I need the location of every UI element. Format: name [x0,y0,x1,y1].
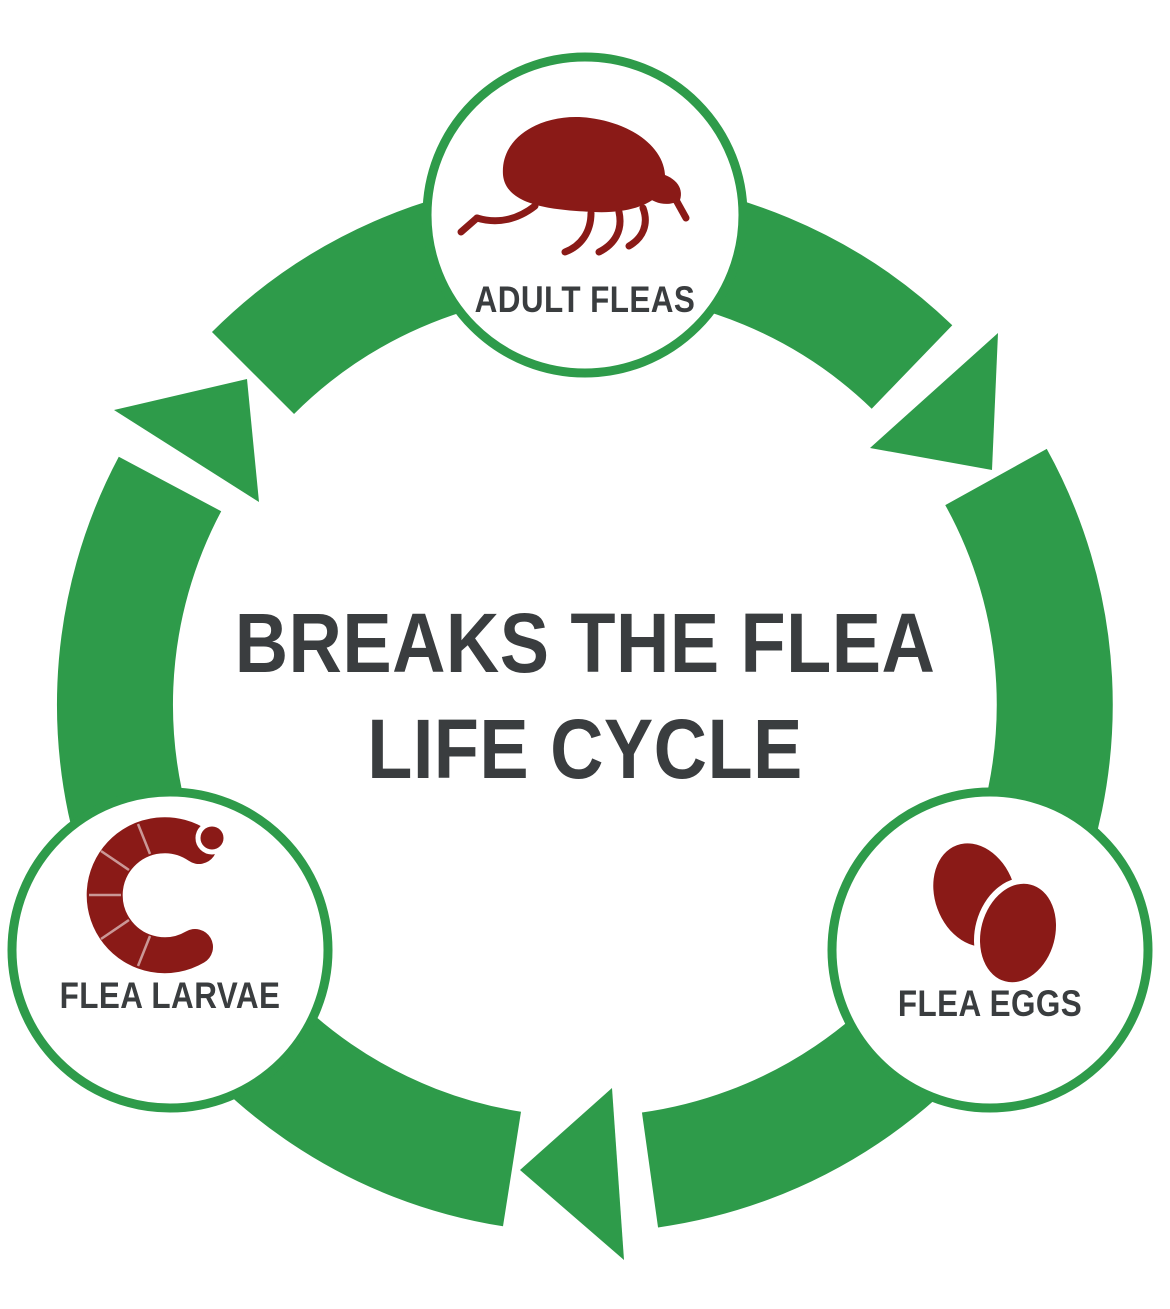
node-adult-fleas: ADULT FLEAS [422,52,748,378]
arrowhead-top-right [870,333,998,470]
center-title: BREAKS THE FLEA LIFE CYCLE [235,596,936,796]
node-flea-larvae: FLEA LARVAE [7,787,333,1113]
adult-fleas-label: ADULT FLEAS [475,280,696,321]
flea-eggs-icon [933,843,1062,989]
flea-larvae-label: FLEA LARVAE [60,976,281,1017]
arrowhead-upper-left [114,379,259,502]
title-line-1: BREAKS THE FLEA [235,596,936,690]
arrowhead-bottom [520,1088,624,1260]
flea-eggs-label: FLEA EGGS [898,984,1082,1025]
adult-fleas-circle [422,52,748,378]
larva-segment-lines [89,823,152,967]
flea-larva-icon [86,817,229,974]
node-flea-eggs: FLEA EGGS [827,787,1153,1113]
title-line-2: LIFE CYCLE [367,702,803,796]
adult-flea-icon [457,117,690,256]
